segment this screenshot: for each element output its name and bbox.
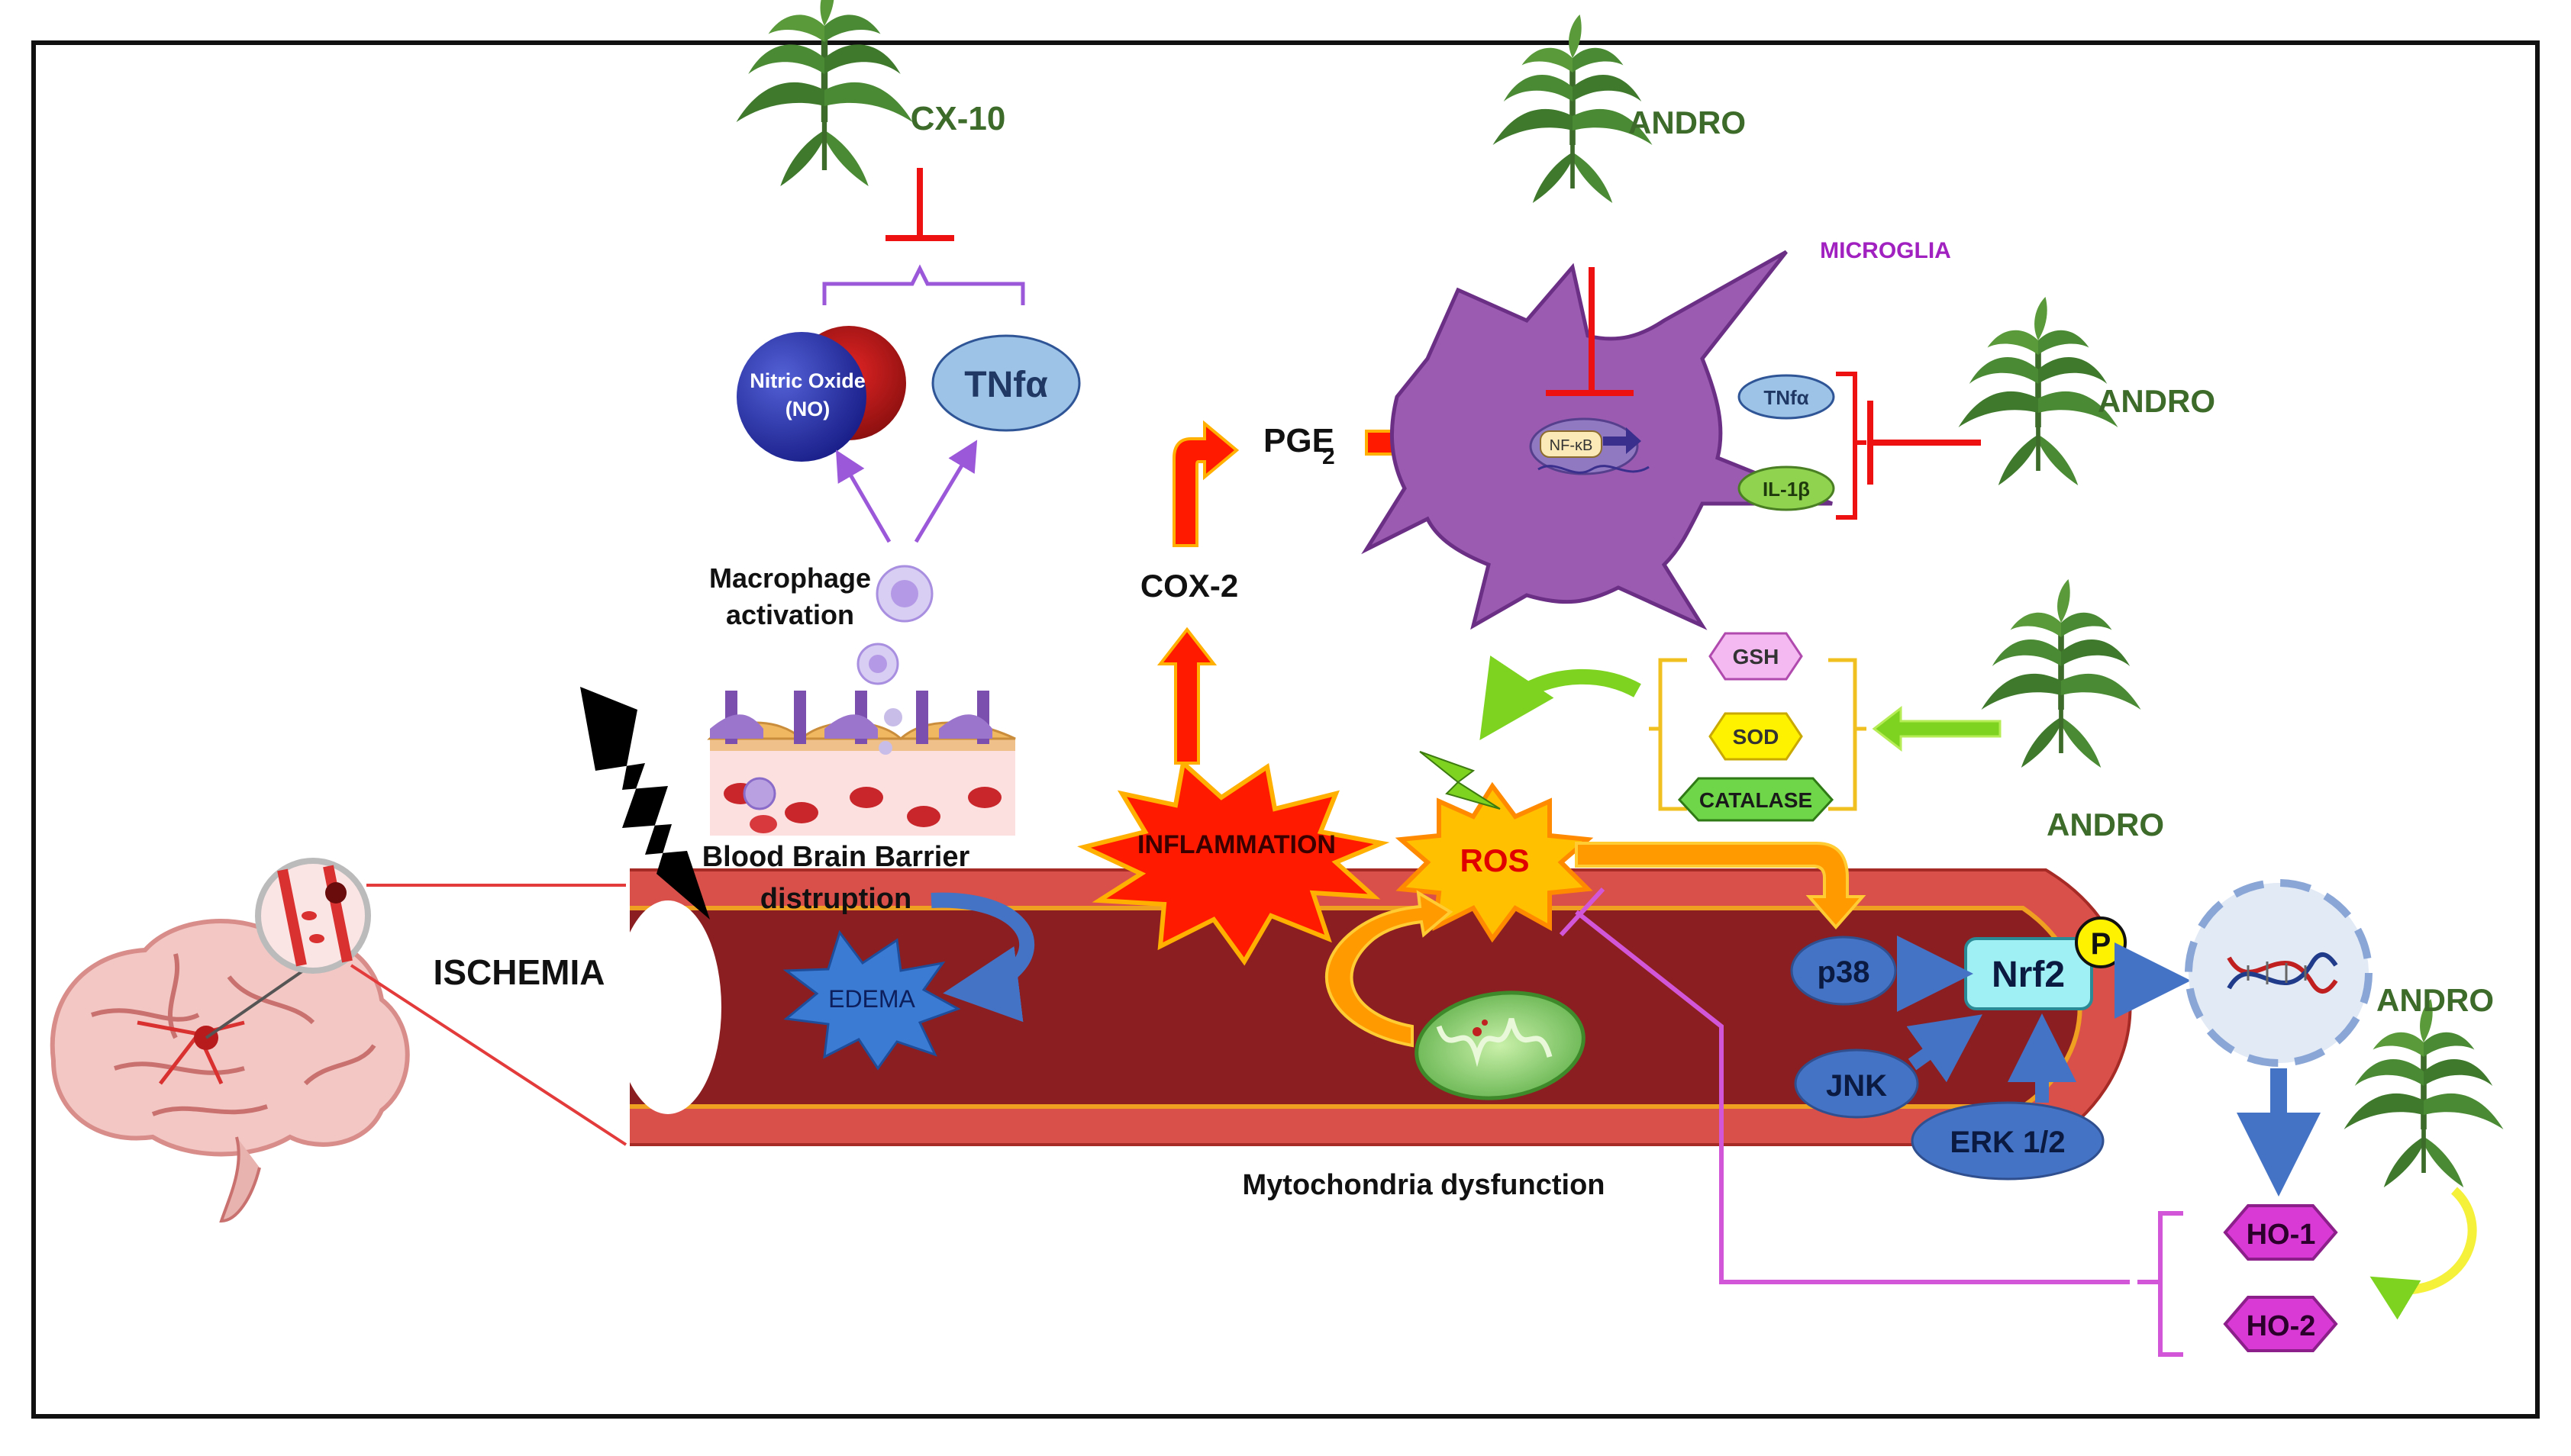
microglia-label: MICROGLIA bbox=[1820, 238, 1951, 263]
mito-to-ros-arrow bbox=[1325, 890, 1453, 1048]
ros-to-p38-arrow bbox=[1575, 842, 1866, 930]
svg-text:JNK: JNK bbox=[1826, 1069, 1887, 1103]
macrophage-label-1: Macrophage bbox=[709, 562, 871, 594]
vessel-magnifier bbox=[255, 858, 627, 1146]
svg-text:TNfα: TNfα bbox=[964, 365, 1048, 405]
jnk-node: JNK bbox=[1794, 1049, 1919, 1119]
lightning-bolt-icon bbox=[580, 687, 710, 920]
svg-text:ERK 1/2: ERK 1/2 bbox=[1950, 1126, 2065, 1159]
nrf2-node: Nrf2 bbox=[1964, 937, 2093, 1010]
outer-frame bbox=[31, 40, 2540, 1419]
mitochondria-label: Mytochondria dysfunction bbox=[1243, 1169, 1605, 1201]
macrophage-to-tnfa-arrow bbox=[914, 440, 978, 543]
ho-bracket bbox=[2137, 1211, 2183, 1357]
ho2-node: HO-2 bbox=[2223, 1296, 2338, 1352]
macrophage-cells bbox=[856, 565, 934, 685]
p38-node: p38 bbox=[1790, 936, 1897, 1006]
phospho-badge: P bbox=[2075, 916, 2127, 968]
nitric-oxide-node: Nitric Oxide (NO) bbox=[737, 326, 906, 462]
andro-right-top-label: ANDRO bbox=[2098, 383, 2215, 419]
svg-text:SOD: SOD bbox=[1733, 725, 1779, 749]
ischemia-label: ISCHEMIA bbox=[434, 952, 605, 992]
macrophage-to-no-arrow bbox=[835, 449, 892, 543]
svg-text:TNfα: TNfα bbox=[1763, 386, 1808, 409]
macrophage-label-2: activation bbox=[726, 599, 854, 630]
mitochondria-icon bbox=[1415, 991, 1586, 1100]
blood-brain-barrier-illustration bbox=[707, 691, 1016, 836]
sod-node: SOD bbox=[1708, 712, 1803, 761]
cx10-label: CX-10 bbox=[911, 100, 1006, 137]
ho-to-ros-inhibit-bar bbox=[1559, 887, 1605, 937]
catalase-node: CATALASE bbox=[1677, 777, 1834, 822]
andro-antiox-label: ANDRO bbox=[2047, 807, 2164, 842]
ho1-node: HO-1 bbox=[2223, 1204, 2338, 1261]
inflammation-burst bbox=[1077, 759, 1390, 966]
ros-spark-icon bbox=[1419, 751, 1501, 810]
pge2-label: PGE bbox=[1263, 422, 1334, 459]
dna-nucleus-icon bbox=[2185, 879, 2373, 1067]
svg-text:P: P bbox=[2091, 927, 2111, 961]
bbb-label-2: distruption bbox=[760, 883, 911, 915]
ros-burst bbox=[1395, 781, 1594, 943]
edema-label: EDEMA bbox=[828, 985, 915, 1013]
svg-text:HO-1: HO-1 bbox=[2247, 1219, 2316, 1251]
cytokine-bracket bbox=[1836, 372, 1866, 520]
bbb-label-1: Blood Brain Barrier bbox=[702, 841, 970, 873]
tnfa-microglia-node: TNfα bbox=[1737, 374, 1835, 420]
brain-illustration bbox=[50, 919, 410, 1223]
svg-text:HO-2: HO-2 bbox=[2247, 1310, 2316, 1342]
il1b-node: IL-1β bbox=[1737, 465, 1835, 511]
svg-text:Nrf2: Nrf2 bbox=[1992, 955, 2065, 995]
svg-text:GSH: GSH bbox=[1733, 645, 1779, 668]
svg-text:(NO): (NO) bbox=[785, 398, 830, 420]
cox2-to-pge2-arrow bbox=[1173, 420, 1240, 547]
andro-to-antioxidant-arrow bbox=[1872, 705, 2002, 752]
tnfa-top-node: TNfα bbox=[931, 334, 1081, 432]
nfkb-node: NF-κB bbox=[1529, 417, 1650, 475]
jnk-to-nrf2-arrow bbox=[1906, 1014, 1982, 1083]
svg-text:Nitric Oxide: Nitric Oxide bbox=[750, 369, 866, 392]
inflammation-label: INFLAMMATION bbox=[1137, 830, 1336, 859]
bbb-to-edema-arrow bbox=[931, 892, 1035, 1023]
edema-burst bbox=[782, 929, 961, 1071]
ho-to-ros-inhibit-line bbox=[1575, 910, 2130, 1284]
svg-text:NF-κB: NF-κB bbox=[1550, 437, 1593, 454]
andro-bottom-label: ANDRO bbox=[2376, 982, 2494, 1018]
svg-text:CATALASE: CATALASE bbox=[1699, 788, 1812, 812]
antioxidant-to-ros-arrow bbox=[1479, 656, 1641, 740]
cox2-label: COX-2 bbox=[1140, 568, 1238, 604]
svg-text:p38: p38 bbox=[1818, 955, 1870, 989]
pge2-subscript: 2 bbox=[1322, 444, 1335, 469]
antioxidant-bracket bbox=[1649, 658, 1866, 811]
gsh-node: GSH bbox=[1708, 632, 1803, 681]
cx10-bracket bbox=[822, 264, 1025, 305]
inflammation-to-cox2-arrow bbox=[1156, 627, 1218, 765]
ros-label: ROS bbox=[1460, 842, 1529, 878]
andro-to-ho-arrow bbox=[2369, 1187, 2477, 1320]
andro-top-label: ANDRO bbox=[1628, 105, 1746, 140]
svg-text:IL-1β: IL-1β bbox=[1763, 478, 1810, 501]
erk-node: ERK 1/2 bbox=[1911, 1101, 2105, 1181]
